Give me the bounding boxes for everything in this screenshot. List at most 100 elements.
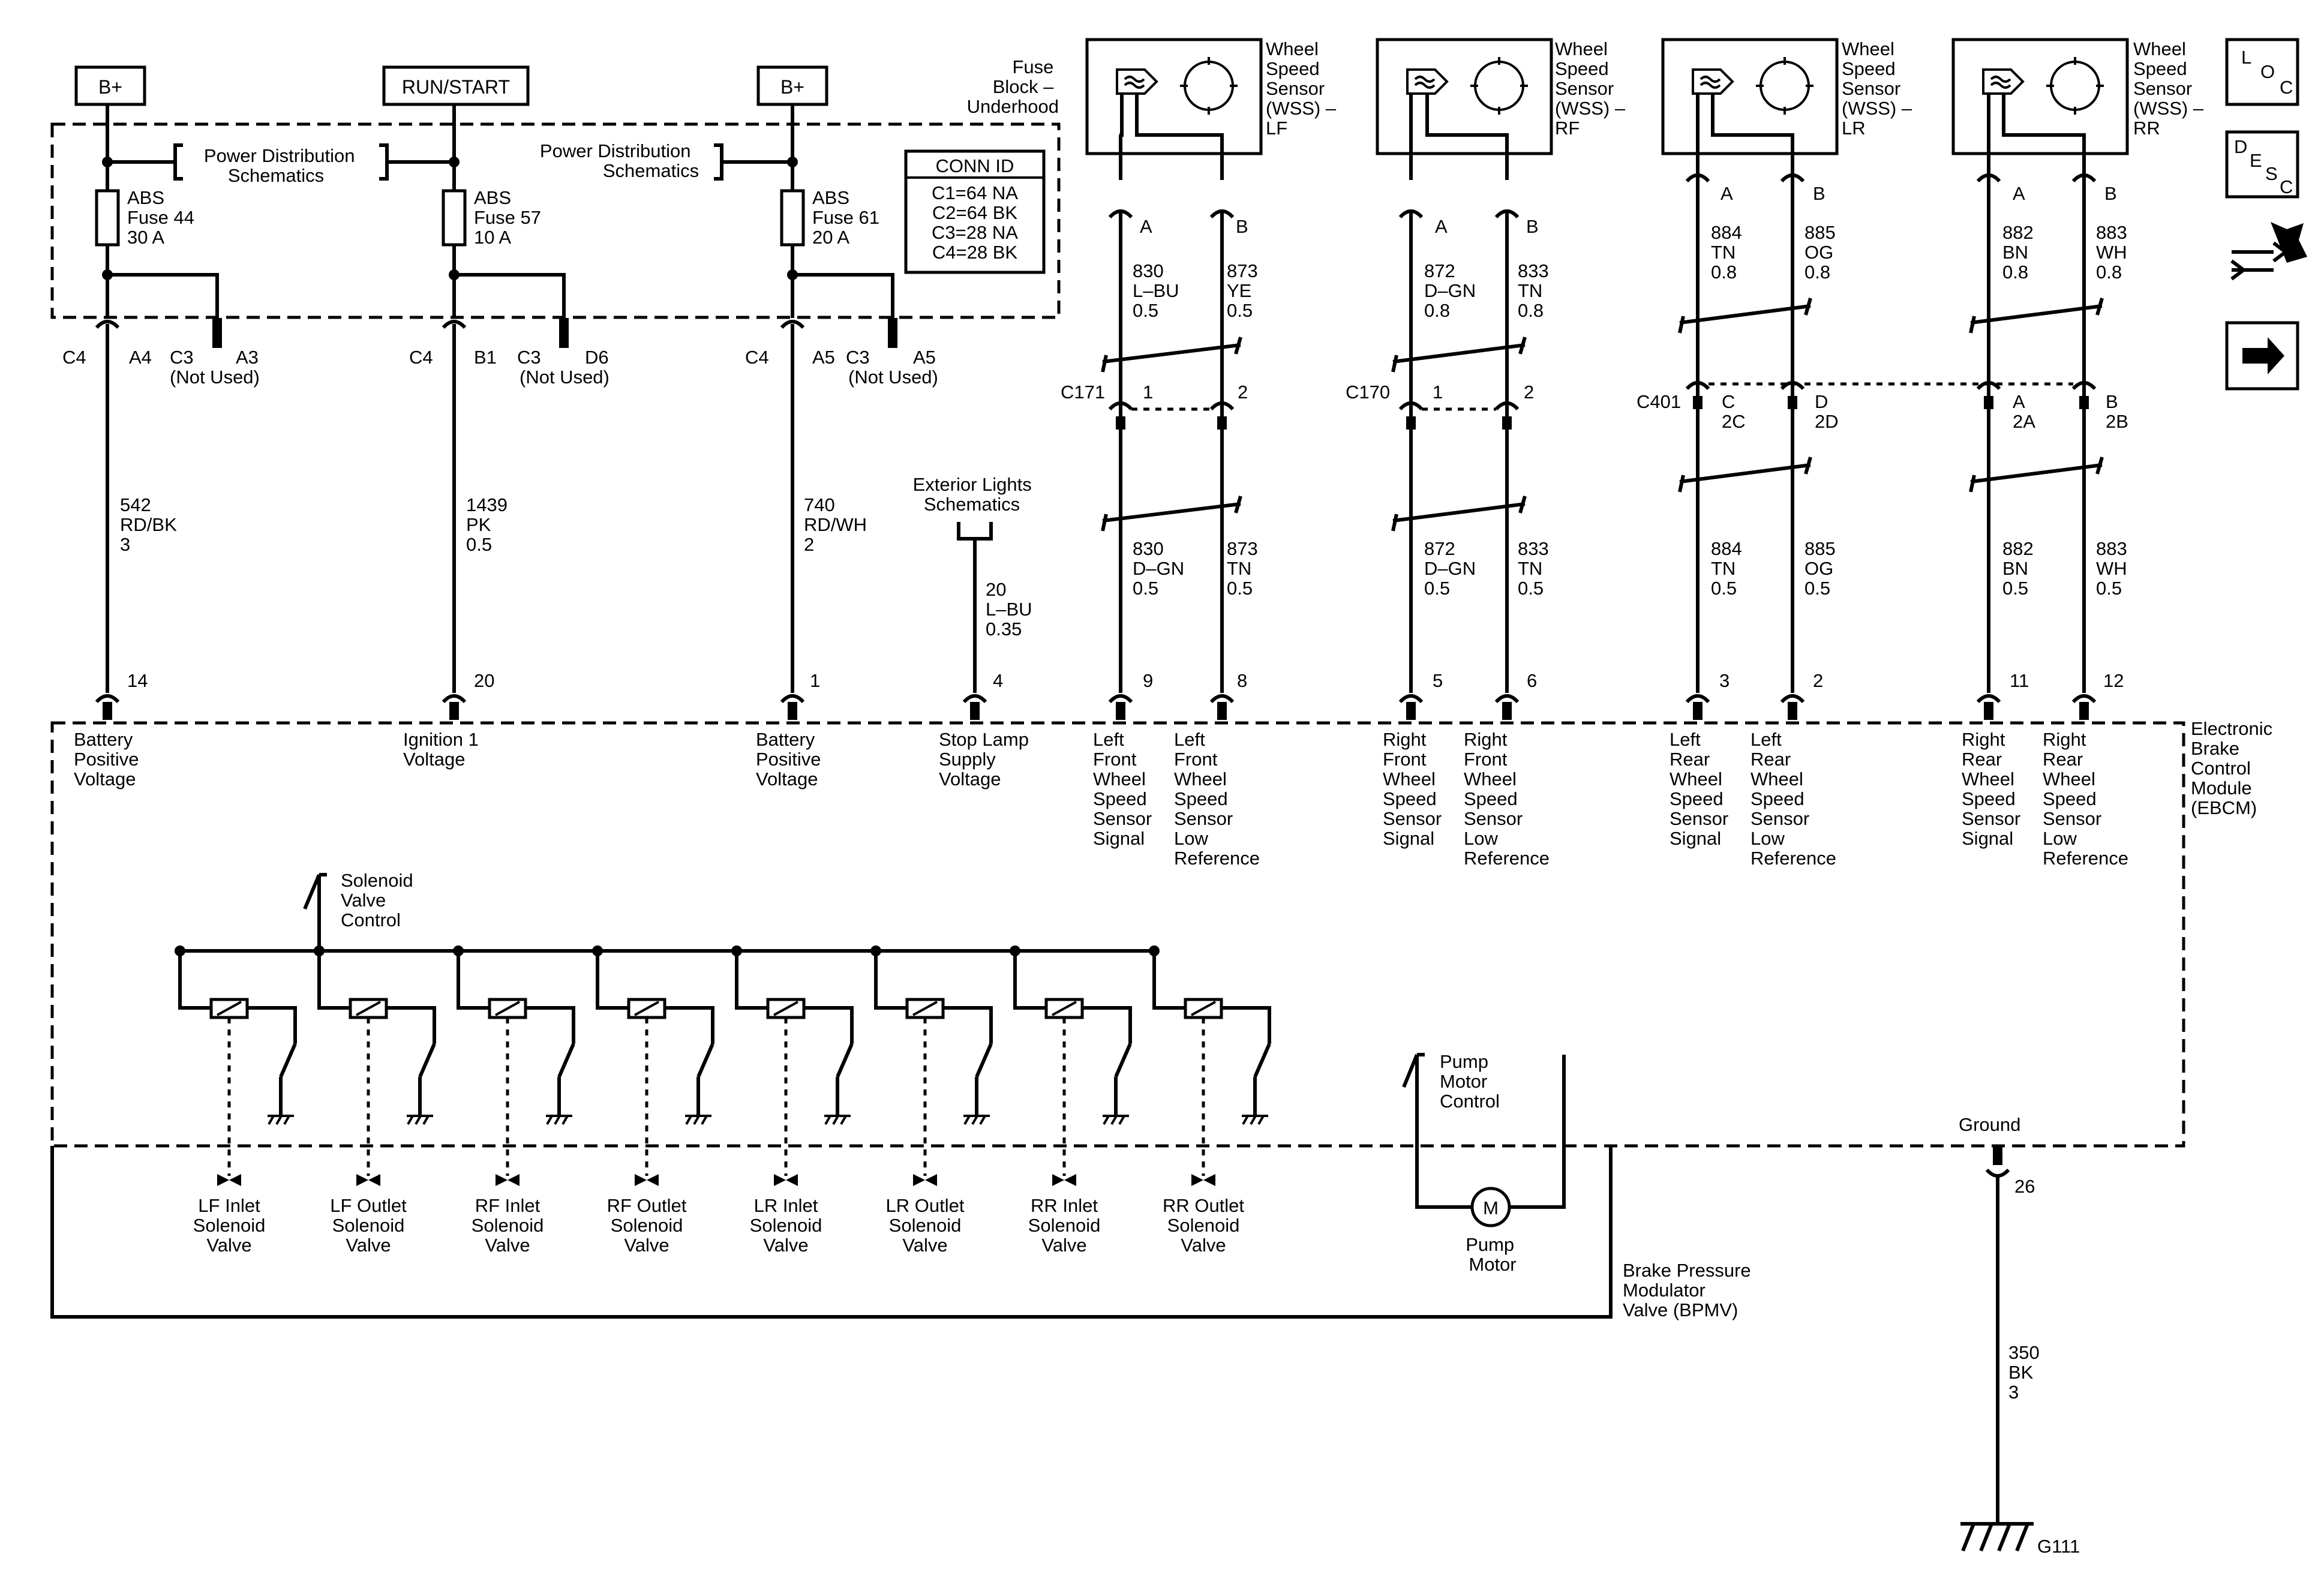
ground-icon <box>1103 1115 1129 1125</box>
wheel-speed-sensor-rf: Wheel Speed Sensor (WSS) – RF <box>1376 38 1626 180</box>
wire-label: 882 BN 0.5 <box>2002 538 2038 599</box>
ebcm-module: Electronic Brake Control Module (EBCM) 1… <box>50 670 2278 1176</box>
solenoid-control-label: Solenoid Valve Control <box>341 870 418 930</box>
ground-icon <box>407 1115 433 1125</box>
svg-text:E: E <box>2250 150 2262 171</box>
connector-pin: D6 <box>585 347 609 368</box>
ebcm-sensor-input-label: Right Front Wheel Speed Sensor Low Refer… <box>1464 729 1550 869</box>
fuse-block-underhood: Fuse Block – Underhood Power Distributio… <box>50 56 1061 348</box>
ebcm-sensor-input-label: Left Front Wheel Speed Sensor Signal <box>1093 729 1157 849</box>
wire-label: 883 WH 0.5 <box>2096 538 2132 599</box>
connector-label: C171 <box>1061 382 1105 403</box>
valve-icon <box>496 1174 508 1186</box>
ground-circuit: 26 350 BK 3 G111 <box>1960 1146 2080 1557</box>
description-button[interactable]: D E S C <box>2225 130 2299 199</box>
ground-icon <box>685 1115 711 1125</box>
sensor-pin: A <box>1721 183 1733 204</box>
svg-text:C: C <box>2280 77 2293 98</box>
sensor-title: Wheel Speed Sensor (WSS) – LF <box>1266 38 1341 139</box>
solenoid-coil <box>592 945 714 1176</box>
sensor-pin: B <box>1526 216 1539 237</box>
wire-label: 833 TN 0.5 <box>1518 538 1554 599</box>
connector-pin: C <box>1722 391 1735 412</box>
sensor-harness-lr: A B 884 TN 0.8 885 OG 0.8 C401 C D 2C 2D… <box>1637 173 2073 693</box>
conn-id-row: C1=64 NA <box>932 182 1018 203</box>
connector-pin: A3 <box>236 347 259 368</box>
wheel-speed-sensor-lf: Wheel Speed Sensor (WSS) – LF <box>1085 38 1341 180</box>
wire-label: 542 RD/BK 3 <box>120 494 182 555</box>
ebcm-title: Electronic Brake Control Module (EBCM) <box>2191 718 2278 818</box>
power-distribution-ref-left[interactable]: Power Distribution Schematics <box>204 145 360 186</box>
connector-pin-alt: 2C <box>1722 411 1746 432</box>
wire-label: 872 D–GN 0.8 <box>1424 260 1481 321</box>
svg-text:D: D <box>2234 136 2247 157</box>
power-source-label: RUN/START <box>402 76 510 98</box>
power-source-battery-left: B+ <box>74 65 146 106</box>
ebcm-input-label: Stop Lamp Supply Voltage <box>939 729 1034 789</box>
ebcm-pin: 26 <box>2014 1176 2035 1197</box>
wire-label: 884 TN 0.5 <box>1711 538 1747 599</box>
fuse-61-label: ABS Fuse 61 20 A <box>812 187 885 248</box>
locator-button[interactable]: L O C <box>2225 38 2299 106</box>
conn-id-table: CONN ID C1=64 NA C2=64 BK C3=28 NA C4=28… <box>904 149 1046 274</box>
connector-pin: B <box>2106 391 2118 412</box>
sensor-pin: B <box>1813 183 1825 204</box>
wire-label: 882 BN 0.8 <box>2002 222 2038 283</box>
valve-icon <box>1052 1174 1064 1186</box>
svg-text:C: C <box>2280 176 2293 197</box>
pump-motor: M Pump Motor <box>1415 1146 1566 1275</box>
power-source-run-start: RUN/START <box>382 65 530 106</box>
connector-wrench-icon[interactable] <box>2230 222 2307 281</box>
valve-icon <box>217 1174 229 1186</box>
fuse-57-label: ABS Fuse 57 10 A <box>474 187 547 248</box>
ebcm-sensor-input-label: Left Rear Wheel Speed Sensor Signal <box>1670 729 1734 849</box>
fuse-44-label: ABS Fuse 44 30 A <box>127 187 200 248</box>
wire-label: 830 L–BU 0.5 <box>1133 260 1184 321</box>
ebcm-sensor-input-label: Left Front Wheel Speed Sensor Low Refere… <box>1174 729 1260 869</box>
solenoid-coil <box>314 945 436 1176</box>
ground-icon <box>546 1115 572 1125</box>
solenoid-coil <box>731 945 854 1176</box>
power-distribution-ref-right[interactable]: Power Distribution Schematics <box>540 140 699 181</box>
conn-id-row: C2=64 BK <box>932 202 1018 223</box>
fuse-connector-group: C4 A4 C3 A3 (Not Used) C4 B1 C3 D6 (Not … <box>62 320 938 388</box>
bpmv-title: Brake Pressure Modulator Valve (BPMV) <box>1623 1260 1756 1320</box>
ebcm-sensor-input-label: Left Rear Wheel Speed Sensor Low Referen… <box>1750 729 1836 869</box>
next-page-arrow-icon[interactable] <box>2225 321 2299 391</box>
wire-label: 833 TN 0.8 <box>1518 260 1554 321</box>
sensor-pin: B <box>1236 216 1248 237</box>
sensor-harness-rr: A B 882 BN 0.8 883 WH 0.8 A B 2A 2B 882 … <box>1969 173 2132 693</box>
solenoid-valve-control: Solenoid Valve Control <box>180 870 1154 956</box>
connector-pin: A <box>2013 391 2025 412</box>
connector-pin: 2 <box>1524 382 1534 403</box>
exterior-lights-ref[interactable]: Exterior Lights Schematics <box>913 474 1037 515</box>
svg-text:O: O <box>2260 61 2275 82</box>
sensor-title: Wheel Speed Sensor (WSS) – LR <box>1842 38 1917 139</box>
connector-pin: 1 <box>1433 382 1443 403</box>
wire-label: 885 OG 0.8 <box>1804 222 1840 283</box>
wire-label: 740 RD/WH 2 <box>804 494 872 555</box>
ebcm-pin: 8 <box>1237 670 1247 691</box>
not-used-note: (Not Used) <box>848 367 938 388</box>
connector-pin-alt: 2B <box>2106 411 2128 432</box>
solenoid-coil <box>453 945 575 1176</box>
svg-text:L: L <box>2241 47 2251 68</box>
solenoid-array <box>175 945 1271 1176</box>
sensor-pin: A <box>1435 216 1448 237</box>
sensor-pin: A <box>1140 216 1152 237</box>
wire-label: 872 D–GN 0.5 <box>1424 538 1481 599</box>
power-wire-group: 542 RD/BK 3 1439 PK 0.5 740 RD/WH 2 Exte… <box>106 324 1037 693</box>
ebcm-pin: 2 <box>1813 670 1823 691</box>
connector-label: C401 <box>1637 391 1681 412</box>
pump-control-label: Pump Motor Control <box>1440 1051 1500 1112</box>
wire-label: 20 L–BU 0.35 <box>986 579 1037 640</box>
ebcm-input-label: Battery Positive Voltage <box>756 729 826 789</box>
